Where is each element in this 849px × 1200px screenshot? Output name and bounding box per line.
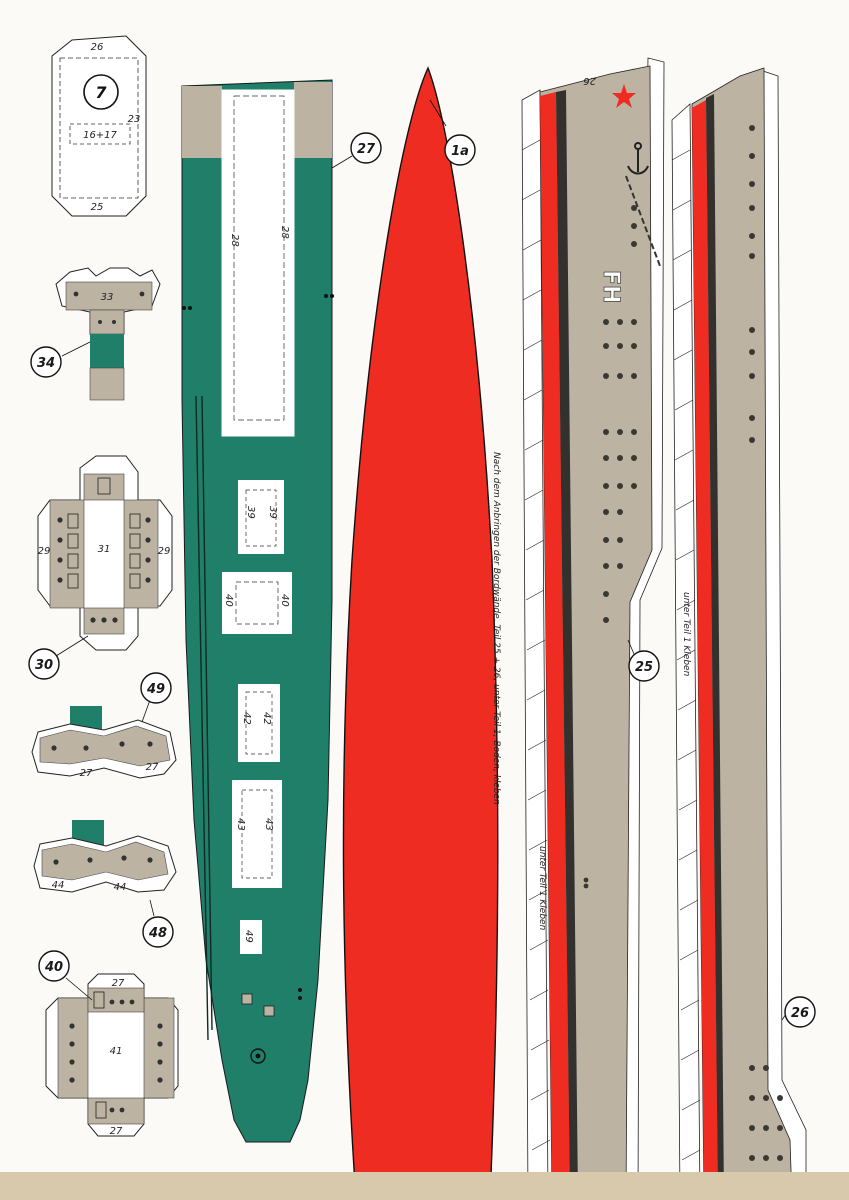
part-27-number: 27 bbox=[357, 142, 376, 157]
part-25-number: 25 bbox=[635, 660, 653, 675]
instruction-text: Nach dem Anbringen der Bordwände, Teil 2… bbox=[491, 452, 501, 805]
part-40: 41 27 27 40 bbox=[38, 950, 179, 1137]
part-25-top-tab-label: 26 bbox=[583, 75, 596, 86]
part-1a-number: 1a bbox=[451, 144, 469, 159]
part-26: unter Teil 1 Kleben 26 bbox=[671, 67, 816, 1200]
hull-marking-text: FH bbox=[598, 270, 623, 303]
part-1a: 1a Nach dem Anbringen der Bordwände, Tei… bbox=[342, 66, 501, 1200]
part-34-inner-label: 33 bbox=[101, 292, 114, 303]
part-48-number: 48 bbox=[148, 926, 167, 941]
part-30-edge-left: 29 bbox=[38, 546, 51, 557]
part-48-edge-a: 44 bbox=[52, 880, 65, 891]
part-49-number: 49 bbox=[146, 682, 165, 697]
part-25-side-text: unter Teil 1 Kleben bbox=[537, 846, 547, 931]
sheet-bottom-strip bbox=[0, 1172, 849, 1200]
part-7: 7 16+17 26 25 23 bbox=[51, 35, 147, 217]
part-27-mark-43b: 43 bbox=[263, 818, 274, 831]
part-27: 28 28 39 39 40 40 42 42 43 43 49 2 bbox=[181, 79, 382, 1143]
part-7-edge-bottom: 25 bbox=[91, 202, 104, 213]
part-25: FH 26 unter Teil 1 Kleben 25 bbox=[521, 57, 665, 1200]
part-27-mark-49: 49 bbox=[243, 930, 254, 943]
part-49-edge-a: 27 bbox=[80, 768, 93, 779]
part-7-number: 7 bbox=[95, 83, 107, 102]
part-41-label: 41 bbox=[110, 1046, 123, 1057]
part-27-mark-28a: 28 bbox=[229, 234, 240, 247]
part-7-edge-top: 26 bbox=[91, 42, 104, 53]
part-27-mark-39b: 39 bbox=[267, 506, 278, 519]
part-40-number: 40 bbox=[44, 960, 63, 975]
part-34-number: 34 bbox=[37, 356, 55, 371]
part-7-inner-label: 16+17 bbox=[83, 130, 117, 141]
part-40-edge-top: 27 bbox=[112, 978, 125, 989]
part-48-edge-b: 44 bbox=[114, 882, 127, 893]
part-27-mark-28b: 28 bbox=[279, 226, 290, 239]
part-30-number: 30 bbox=[35, 658, 53, 673]
part-27-mark-40a: 40 bbox=[223, 594, 234, 607]
part-27-mark-40b: 40 bbox=[279, 594, 290, 607]
part-49-edge-b: 27 bbox=[146, 762, 159, 773]
part-34: 33 34 bbox=[30, 267, 161, 401]
part-49: 27 27 49 bbox=[31, 672, 177, 779]
part-27-mark-39a: 39 bbox=[245, 506, 256, 519]
part-7-edge-right: 23 bbox=[128, 114, 141, 125]
part-48: 44 44 48 bbox=[33, 820, 177, 948]
part-40-edge-bottom: 27 bbox=[110, 1126, 123, 1137]
part-27-mark-42a: 42 bbox=[241, 712, 252, 725]
part-30-edge-right: 29 bbox=[158, 546, 171, 557]
part-26-number: 26 bbox=[791, 1006, 809, 1021]
part-27-mark-42b: 42 bbox=[261, 712, 272, 725]
part-30: 31 29 29 30 bbox=[28, 455, 173, 680]
part-31-label: 31 bbox=[98, 544, 111, 555]
part-26-side-text: unter Teil 1 Kleben bbox=[681, 592, 691, 677]
part-27-mark-43a: 43 bbox=[235, 818, 246, 831]
